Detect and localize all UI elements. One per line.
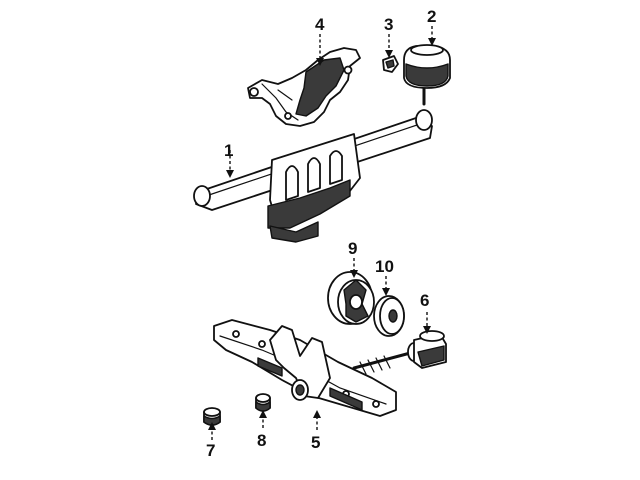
part-2-engine-mount bbox=[403, 44, 451, 106]
part-9-bushing bbox=[327, 271, 375, 325]
part-1-crossmember bbox=[193, 109, 433, 243]
callout-3: 3 bbox=[384, 15, 393, 34]
part-3-clip bbox=[382, 55, 399, 73]
part-7-bushing bbox=[203, 407, 221, 426]
callout-1: 1 bbox=[224, 141, 233, 160]
part-5-lower-crossmember bbox=[213, 319, 397, 417]
callout-6: 6 bbox=[420, 291, 429, 310]
callout-2: 2 bbox=[427, 7, 436, 26]
callout-7: 7 bbox=[206, 441, 215, 460]
part-8-bushing bbox=[255, 393, 271, 412]
part-6-stud-mount bbox=[352, 330, 447, 375]
callout-9: 9 bbox=[348, 239, 357, 258]
part-4-bracket bbox=[247, 47, 361, 127]
part-10-washer bbox=[373, 295, 405, 337]
callout-8: 8 bbox=[257, 431, 266, 450]
callout-5: 5 bbox=[311, 433, 320, 452]
callout-10: 10 bbox=[375, 257, 394, 276]
callout-4: 4 bbox=[315, 15, 325, 34]
leader-lines bbox=[208, 26, 436, 440]
